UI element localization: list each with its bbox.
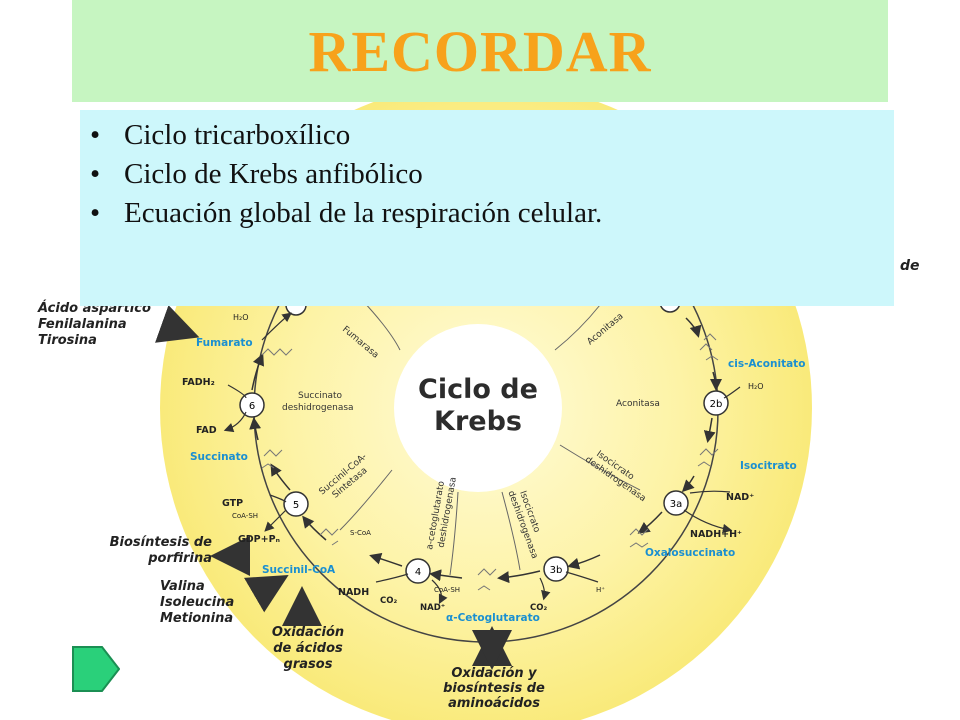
cofactor-gtp: GTP [222, 498, 243, 509]
step-6-label: 6 [249, 401, 255, 412]
center-line-1: Ciclo de [418, 374, 538, 405]
label-porfirina: Biosíntesis de porfirina [110, 535, 213, 566]
bullet-item: Ciclo de Krebs anfibólico [90, 155, 894, 194]
external-pathway-arrows [155, 305, 512, 670]
center-title: Ciclo de Krebs [418, 374, 538, 437]
metabolite-cetoglutarato: α-Cetoglutarato [446, 612, 540, 624]
cofactor-gdp: GDP+Pₙ [238, 534, 280, 545]
cycle-center [394, 324, 562, 492]
step-2b-label: 2b [710, 399, 723, 410]
label-oxidacion-grasos: Oxidación de ácidos grasos [272, 625, 344, 672]
step-5: 5 [283, 491, 309, 517]
cofactor-nad-bottom: NAD⁺ [420, 603, 445, 613]
label-aminoacidos-1: Oxidación y [451, 666, 537, 681]
label-valina-2: Isoleucina [160, 595, 234, 610]
step-3a-label: 3a [670, 499, 683, 510]
cofactor-nad-right: NAD⁺ [726, 492, 754, 503]
step-3b: 3b [543, 556, 569, 582]
bullet-panel: Ciclo tricarboxílico Ciclo de Krebs anfi… [80, 110, 894, 306]
molecule-structures [261, 333, 719, 591]
cofactor-nadh-bottom: NADH [338, 587, 369, 598]
label-aminoacidos-3: aminoácidos [448, 696, 540, 711]
metabolite-succinil-coa: Succinil-CoA [262, 564, 336, 576]
title-banner: RECORDAR [72, 0, 888, 102]
step-4: 4 [405, 558, 431, 584]
label-oxidacion-grasos-2: de ácidos [273, 641, 343, 656]
label-aspartico-3: Tirosina [38, 333, 97, 348]
cofactor-nadh-right: NADH+H⁺ [690, 529, 742, 540]
step-markers: 6 2b 3a 5 4 3b [239, 291, 729, 584]
next-arrow-icon [72, 646, 120, 692]
metabolite-oxalosuccinato: Oxalosuccinato [645, 547, 735, 559]
bullet-item: Ecuación global de la respiración celula… [90, 194, 894, 233]
cofactors: H₂O H₂O FADH₂ FAD NAD⁺ NADH+H⁺ GTP CoA-S… [182, 313, 764, 613]
peek-label: de [900, 258, 920, 274]
step-2b: 2b [703, 390, 729, 416]
cofactor-coash-left: CoA-SH [232, 512, 258, 520]
step-3a: 3a [663, 490, 689, 516]
step-4-label: 4 [415, 567, 421, 578]
next-arrow-button[interactable] [72, 646, 120, 692]
center-line-2: Krebs [434, 406, 522, 437]
enzyme-succinato-dh-2: deshidrogenasa [282, 403, 354, 413]
enzyme-succinato-dh-1: Succinato [298, 391, 343, 401]
cofactor-co2-right: CO₂ [530, 603, 547, 613]
label-oxidacion-grasos-1: Oxidación [272, 625, 344, 640]
label-aspartico-2: Fenilalanina [38, 317, 127, 332]
label-oxidacion-grasos-3: grasos [284, 657, 333, 672]
metabolite-fumarato: Fumarato [196, 337, 253, 349]
bullet-list: Ciclo tricarboxílico Ciclo de Krebs anfi… [80, 110, 894, 233]
metabolites: Fumarato cis-Aconitato Succinato Isocitr… [190, 337, 805, 624]
enzyme-aconitasa-2: Aconitasa [616, 399, 660, 409]
label-valina: Valina Isoleucina Metionina [160, 579, 234, 626]
cofactor-co2-bottom: CO₂ [380, 596, 397, 606]
external-labels: Ácido aspartico Fenilalanina Tirosina Bi… [37, 300, 545, 711]
label-aminoacidos: Oxidación y biosíntesis de aminoácidos [443, 666, 545, 711]
cofactor-fadh2: FADH₂ [182, 377, 215, 388]
label-porfirina-1: Biosíntesis de [110, 535, 213, 550]
label-valina-1: Valina [160, 579, 205, 594]
page-title: RECORDAR [308, 18, 652, 84]
cofactor-arrows [223, 312, 741, 605]
metabolite-succinato: Succinato [190, 451, 248, 463]
step-6: 6 [239, 392, 265, 418]
cofactor-coash-bottom: CoA-SH [434, 586, 460, 594]
metabolite-cis-aconitato: cis-Aconitato [728, 358, 805, 370]
cofactor-scoa: S-CoA [350, 529, 371, 537]
metabolite-isocitrato: Isocitrato [740, 460, 797, 472]
spokes [339, 299, 641, 576]
label-aminoacidos-2: biosíntesis de [443, 681, 545, 696]
label-aspartico: Ácido aspartico Fenilalanina Tirosina [37, 300, 151, 348]
cofactor-h2o-top: H₂O [233, 313, 249, 322]
step-5-label: 5 [293, 500, 299, 511]
label-valina-3: Metionina [160, 611, 233, 626]
cofactor-h2o-right: H₂O [748, 382, 764, 391]
bullet-item: Ciclo tricarboxílico [90, 116, 894, 155]
label-porfirina-2: porfirina [147, 551, 212, 566]
cofactor-fad: FAD [196, 425, 217, 436]
step-3b-label: 3b [550, 565, 563, 576]
cofactor-h-plus: H⁺ [596, 586, 605, 594]
